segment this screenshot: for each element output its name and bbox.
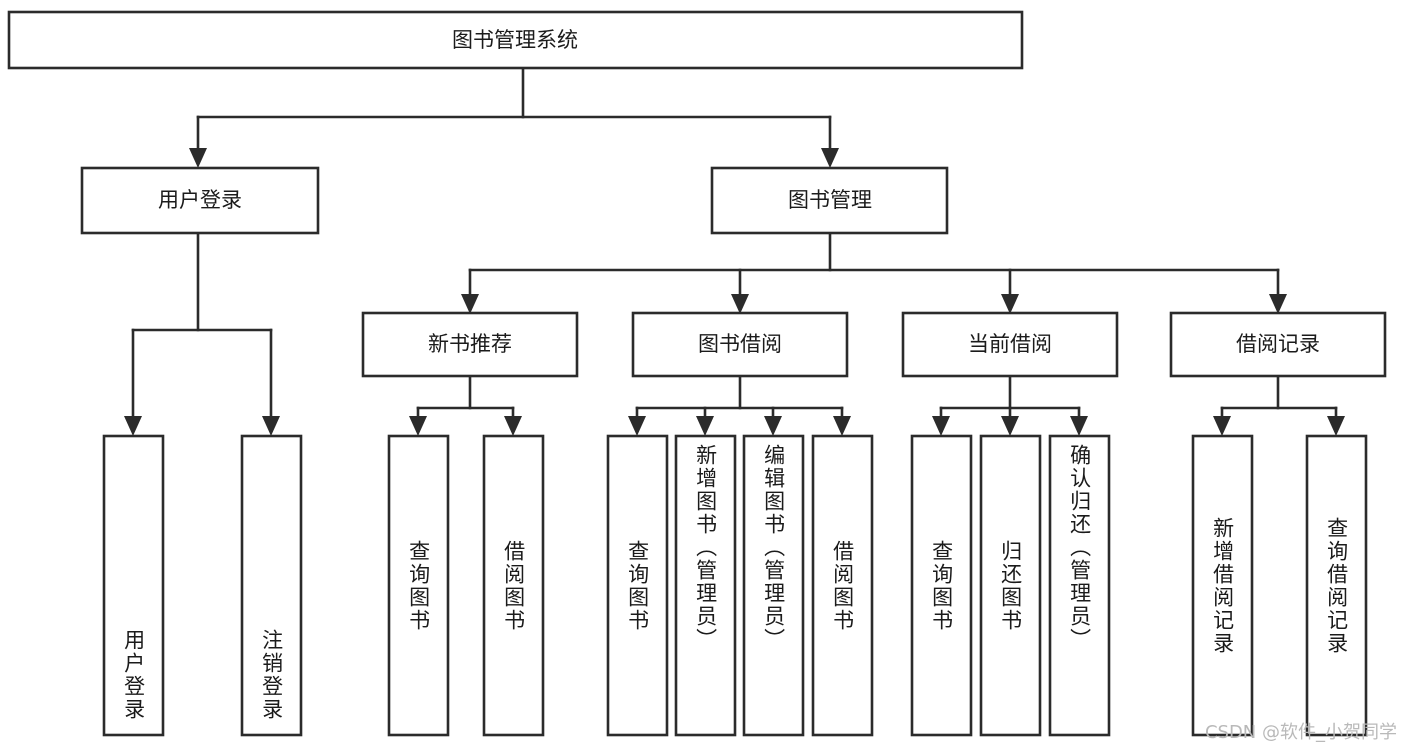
arrow-to-borrow-record (1269, 294, 1287, 314)
node-new-book-rec[interactable]: 新书推荐 (361, 311, 579, 378)
connectors-root-level1 (189, 66, 839, 168)
node-current-borrow-label: 当前借阅 (968, 332, 1052, 356)
node-user-login-label: 用户登录 (158, 188, 242, 212)
connectors-book-manage-children (461, 231, 1287, 314)
node-current-borrow-box[interactable] (901, 311, 1119, 378)
arrow-to-leaf-user-login (124, 416, 142, 436)
arrow-to-book-manage (821, 148, 839, 168)
arrow-to-leaf-query-record (1327, 416, 1345, 436)
arrow-to-leaf-return-book (1001, 416, 1019, 436)
arrow-to-leaf-add-record (1213, 416, 1231, 436)
arrow-to-leaf-edit-book (764, 416, 782, 436)
arrow-to-leaf-borrow-book-1 (504, 416, 522, 436)
node-leaf-logout-box[interactable] (240, 434, 303, 737)
node-leaf-return-book-box[interactable] (979, 434, 1042, 737)
node-leaf-user-login-box[interactable] (102, 434, 165, 737)
connectors-book-borrow-children (628, 374, 851, 436)
node-root-box[interactable] (7, 10, 1024, 70)
node-user-login-box[interactable] (80, 166, 320, 235)
connectors-new-book-rec-children (409, 374, 522, 436)
arrow-to-current-borrow (1001, 294, 1019, 314)
arrow-to-new-book-rec (461, 294, 479, 314)
node-root[interactable]: 图书管理系统 (7, 10, 1024, 70)
node-borrow-record-label: 借阅记录 (1236, 332, 1320, 356)
node-book-manage-label: 图书管理 (788, 188, 872, 212)
node-leaf-add-record-box[interactable] (1191, 434, 1254, 737)
node-leaf-confirm-return-box[interactable] (1048, 434, 1111, 737)
connectors-current-borrow-children (932, 374, 1088, 436)
node-book-borrow-box[interactable] (631, 311, 849, 378)
connectors-borrow-record-children (1213, 374, 1345, 436)
arrow-to-leaf-add-book (696, 416, 714, 436)
node-leaf-borrow-book-2-box[interactable] (811, 434, 874, 737)
node-leaf-query-book-1-box[interactable] (387, 434, 450, 737)
node-new-book-rec-box[interactable] (361, 311, 579, 378)
node-new-book-rec-label: 新书推荐 (428, 332, 512, 356)
arrow-to-leaf-query-book-1 (409, 416, 427, 436)
node-user-login[interactable]: 用户登录 (80, 166, 320, 235)
node-leaf-borrow-book-1-box[interactable] (482, 434, 545, 737)
arrow-to-leaf-confirm-return (1070, 416, 1088, 436)
node-current-borrow[interactable]: 当前借阅 (901, 311, 1119, 378)
node-borrow-record-box[interactable] (1169, 311, 1387, 378)
node-book-borrow[interactable]: 图书借阅 (631, 311, 849, 378)
arrow-to-book-borrow (731, 294, 749, 314)
arrow-to-leaf-logout (262, 416, 280, 436)
arrow-to-leaf-query-book-2 (628, 416, 646, 436)
node-borrow-record[interactable]: 借阅记录 (1169, 311, 1387, 378)
node-book-borrow-label: 图书借阅 (698, 332, 782, 356)
node-root-label: 图书管理系统 (452, 28, 578, 52)
arrow-to-leaf-query-book-3 (932, 416, 950, 436)
arrow-to-leaf-borrow-book-2 (833, 416, 851, 436)
arrow-to-user-login (189, 148, 207, 168)
node-book-manage[interactable]: 图书管理 (710, 166, 949, 235)
node-leaf-query-record-box[interactable] (1305, 434, 1368, 737)
node-leaf-edit-book-box[interactable] (742, 434, 805, 737)
node-leaf-add-book-box[interactable] (674, 434, 737, 737)
connectors-user-login-children (124, 231, 280, 436)
node-book-manage-box[interactable] (710, 166, 949, 235)
node-leaf-query-book-3-box[interactable] (910, 434, 973, 737)
node-leaf-query-book-2-box[interactable] (606, 434, 669, 737)
